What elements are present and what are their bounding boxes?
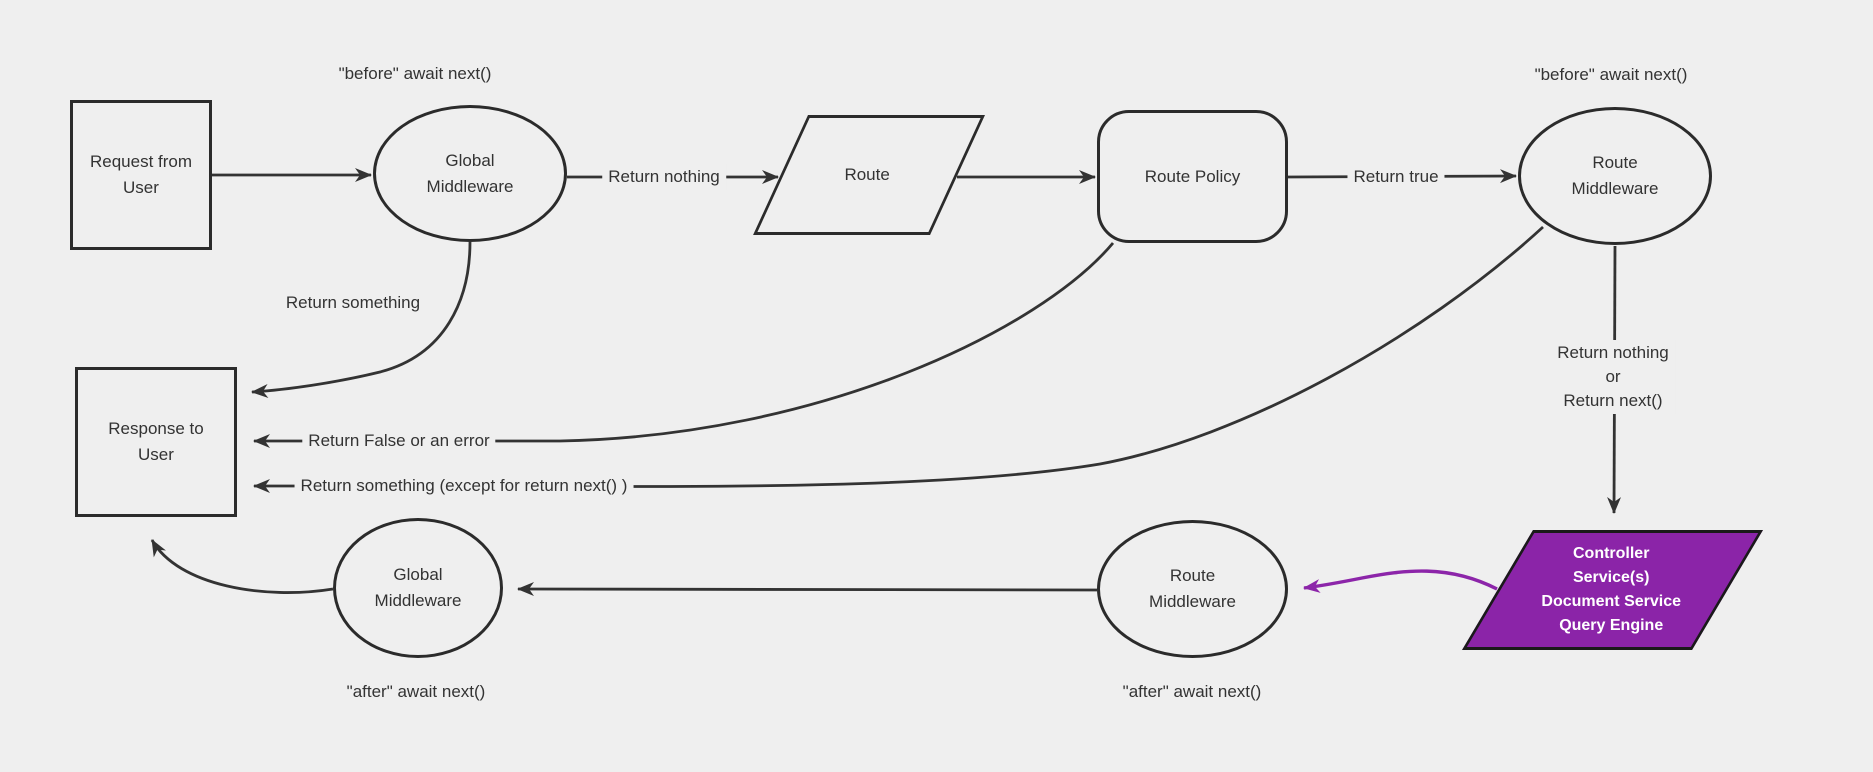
node-request-from-user-label: Request from User xyxy=(89,152,193,197)
edge-global-middleware-return-something-to-response xyxy=(251,241,472,399)
label-after-await-next-bottom-mid: "after" await next() xyxy=(1116,679,1268,705)
node-global-middleware-top-label: Global Middleware xyxy=(426,150,514,196)
label-return-nothing: Return nothing xyxy=(602,164,726,190)
edge-route-middleware-return-something-to-response xyxy=(253,225,1544,493)
node-route-label: Route xyxy=(844,165,890,184)
node-global-middleware-top: Global Middleware xyxy=(373,105,567,242)
node-response-to-user-label: Response to User xyxy=(108,419,204,464)
node-response-to-user: Response to User xyxy=(75,367,237,517)
node-route: Route xyxy=(753,115,985,235)
node-route-policy-label: Route Policy xyxy=(1144,166,1241,186)
node-route-policy: Route Policy xyxy=(1097,110,1288,243)
edge-controller-to-route-middleware-bottom xyxy=(1303,569,1498,593)
edge-global-middleware-bottom-to-response xyxy=(150,539,334,594)
label-before-await-next-top-left: "before" await next() xyxy=(332,61,498,87)
node-global-middleware-bottom-label: Global Middleware xyxy=(374,565,462,610)
node-request-from-user: Request from User xyxy=(70,100,212,250)
label-after-await-next-bottom-left: "after" await next() xyxy=(340,679,492,705)
edge-route-middleware-bottom-to-global-middleware-bottom xyxy=(517,582,1098,597)
node-route-middleware-bottom: Route Middleware xyxy=(1097,520,1288,658)
node-global-middleware-bottom: Global Middleware xyxy=(333,518,503,658)
node-route-middleware-top: Route Middleware xyxy=(1518,107,1712,245)
label-return-something: Return something xyxy=(279,290,427,316)
label-return-true: Return true xyxy=(1347,164,1445,190)
label-return-false-or-error: Return False or an error xyxy=(302,428,496,454)
node-controller-services: Controller Service(s) Document Service Q… xyxy=(1462,530,1763,650)
label-return-nothing-or-return-next: Return nothing or Return next() xyxy=(1551,340,1675,414)
label-return-something-except-next: Return something (except for return next… xyxy=(294,473,634,499)
node-controller-services-label: Controller Service(s) Document Service Q… xyxy=(1541,545,1682,634)
node-route-middleware-top-label: Route Middleware xyxy=(1571,153,1659,198)
edge-route-policy-return-false-to-response xyxy=(253,242,1115,448)
node-route-middleware-bottom-label: Route Middleware xyxy=(1149,566,1236,611)
label-before-await-next-top-right: "before" await next() xyxy=(1528,62,1694,88)
